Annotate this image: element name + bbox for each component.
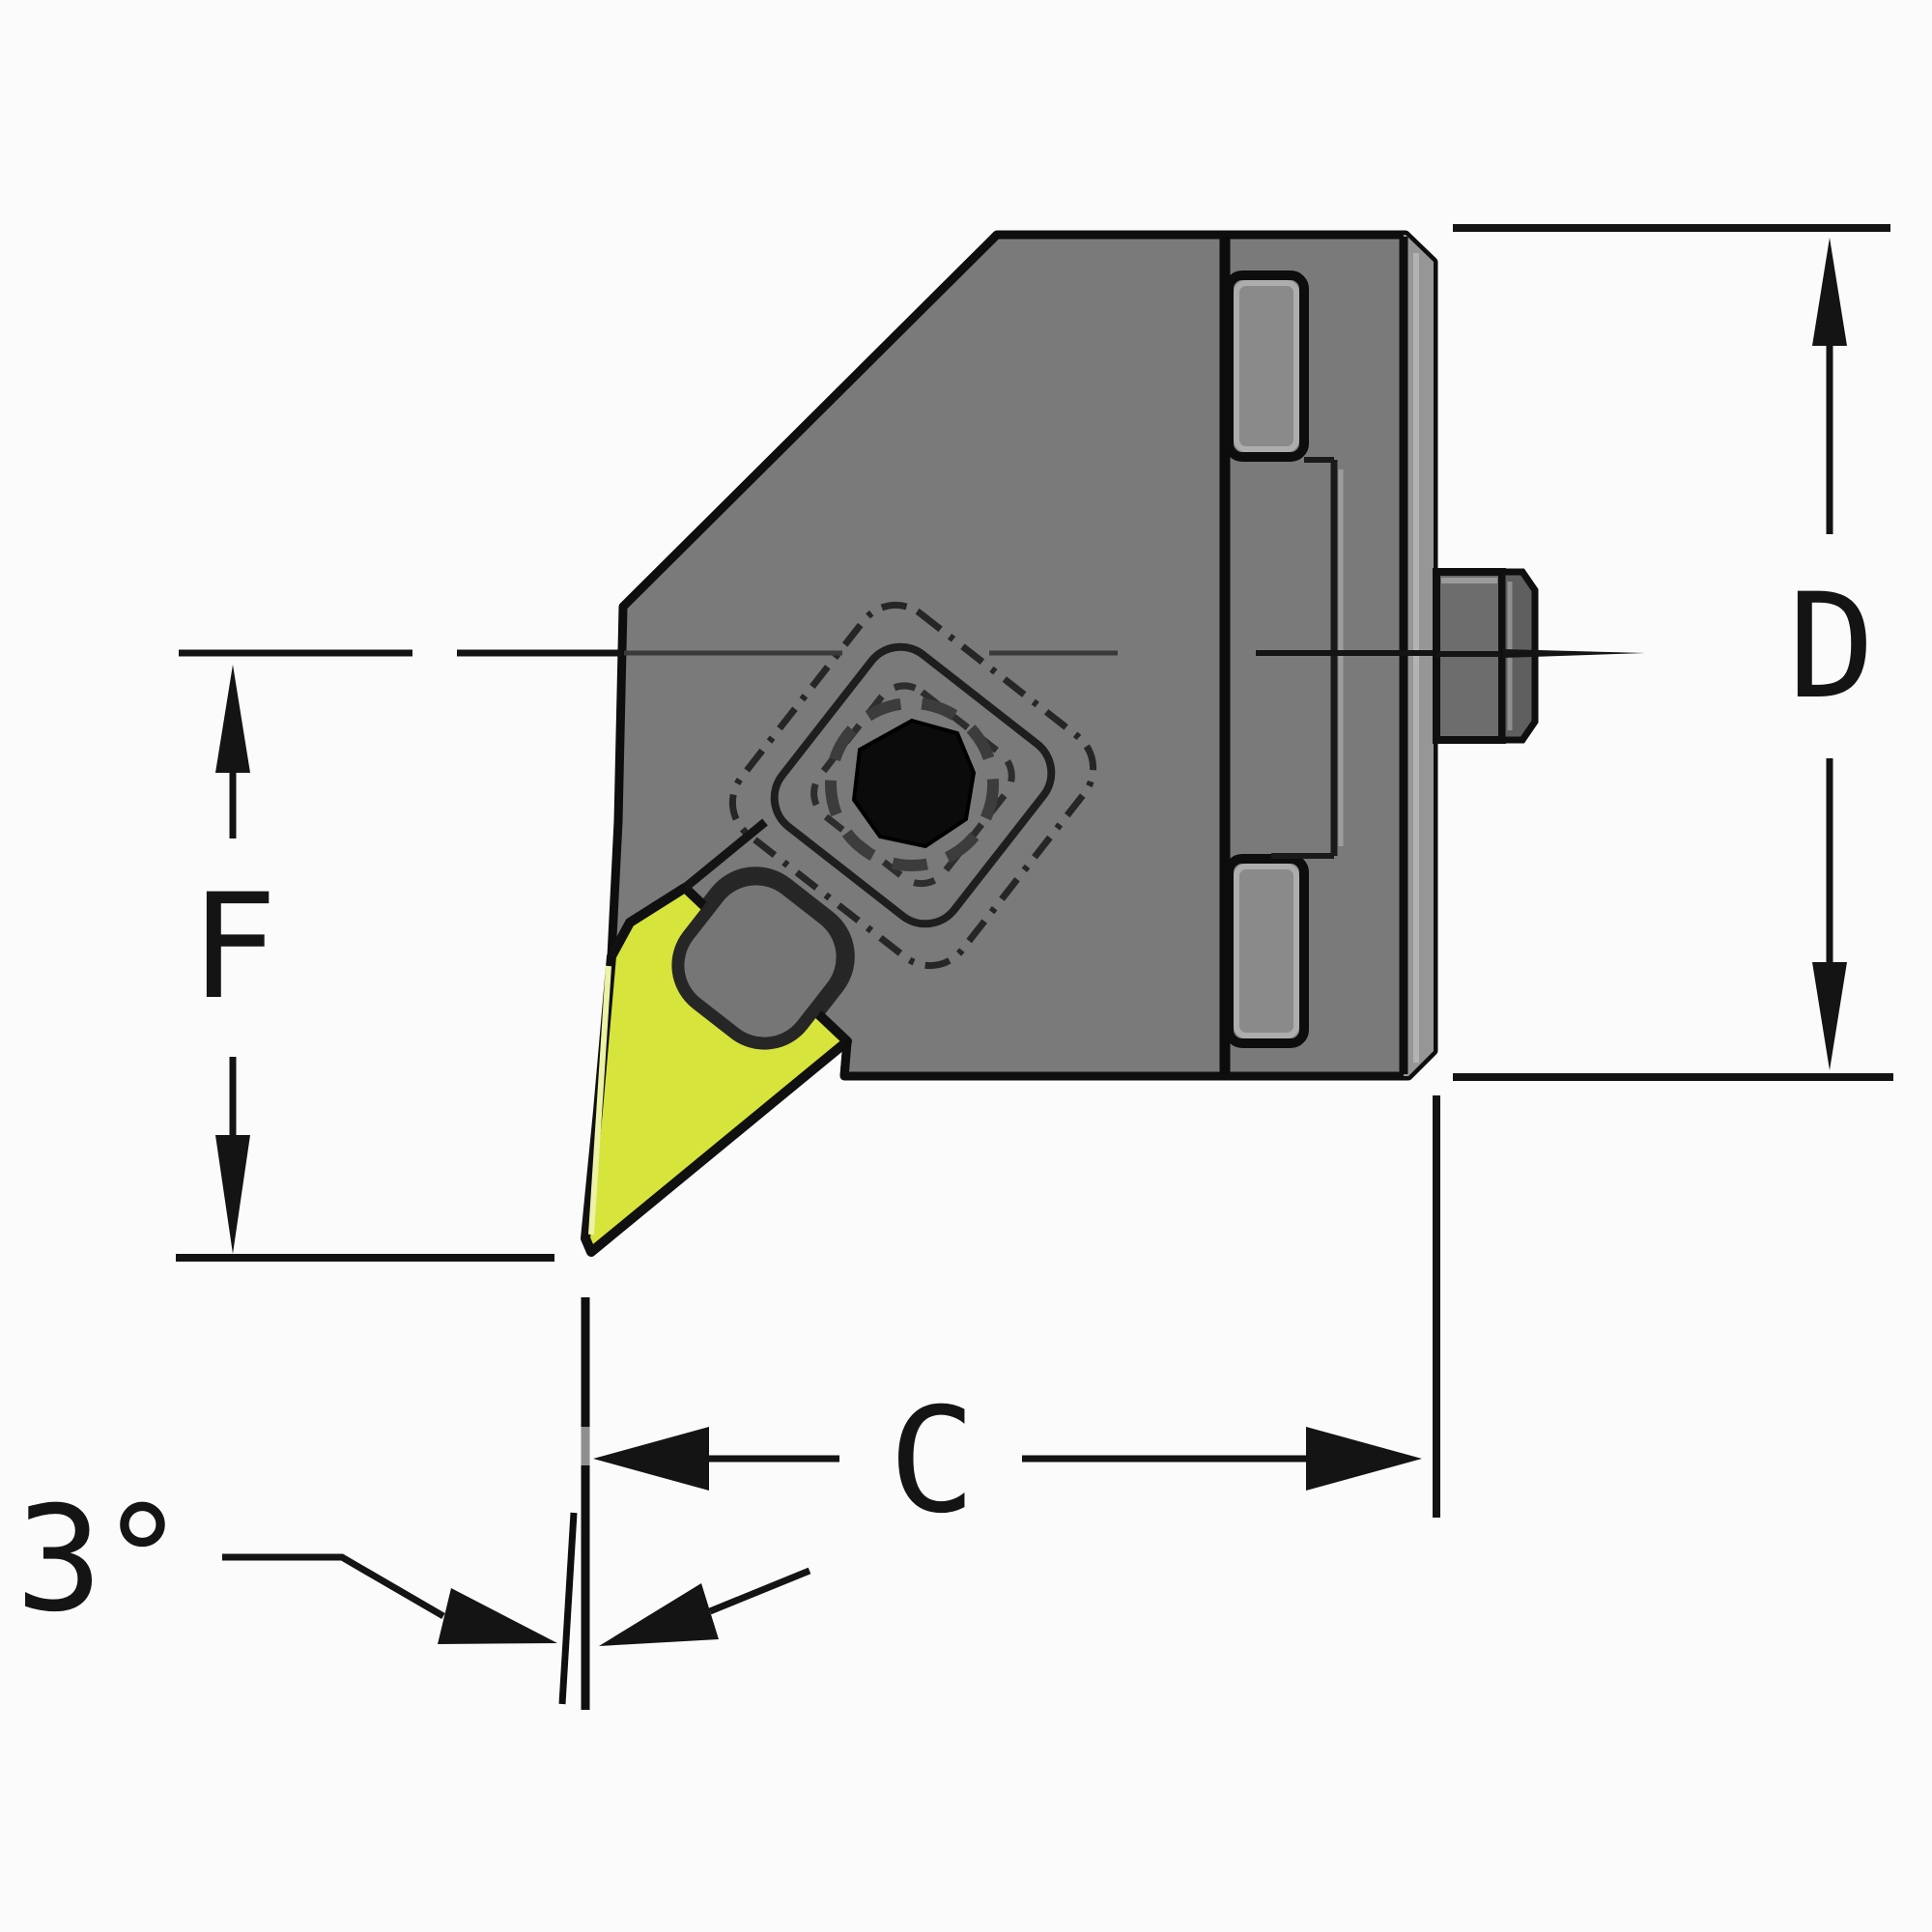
dimension-d: D (1453, 224, 1893, 1081)
tip-angled-line (558, 1512, 578, 1705)
angle-arrow-left (438, 1588, 557, 1644)
dimension-f: F (176, 665, 554, 1262)
pocket-seat-line (682, 818, 768, 892)
c-arrow-right (1306, 1427, 1422, 1491)
clamp-slot-bottom-highlight (1234, 864, 1299, 1038)
insert-shape (581, 883, 852, 1257)
angle-label: 3° (15, 1476, 183, 1644)
counterbore-ring (825, 697, 999, 871)
clamp-slot-top-highlight (1234, 280, 1299, 452)
angle-leader-left (222, 1553, 445, 1620)
angle-annotation: 3° (15, 1476, 811, 1646)
centerline-spike (1503, 649, 1645, 658)
clamp-finger-front (671, 872, 849, 1050)
d-arrow-down (1812, 962, 1847, 1070)
c-arrow-left (593, 1427, 709, 1491)
d-arrow-up (1812, 238, 1847, 346)
f-arrow-up (215, 665, 250, 773)
cutting-insert (581, 818, 852, 1257)
f-arrow-down (215, 1135, 250, 1254)
tip-reference-lines (558, 1297, 590, 1710)
insert-edge-highlight (588, 965, 611, 1236)
angle-arrow-right (599, 1583, 719, 1646)
d-label: D (1788, 563, 1871, 731)
hidden-insert-outline (728, 601, 1097, 970)
screw-hole (851, 718, 977, 849)
insert-corner-edge (839, 1040, 852, 1077)
angle-leader-right (708, 1567, 811, 1615)
centerline (179, 649, 1645, 658)
clamp-slot-bottom (1224, 854, 1309, 1048)
dimension-c: C (593, 1095, 1440, 1546)
clamp-slot-top (1224, 270, 1309, 462)
c-label: C (889, 1378, 972, 1546)
f-label: F (190, 864, 273, 1032)
